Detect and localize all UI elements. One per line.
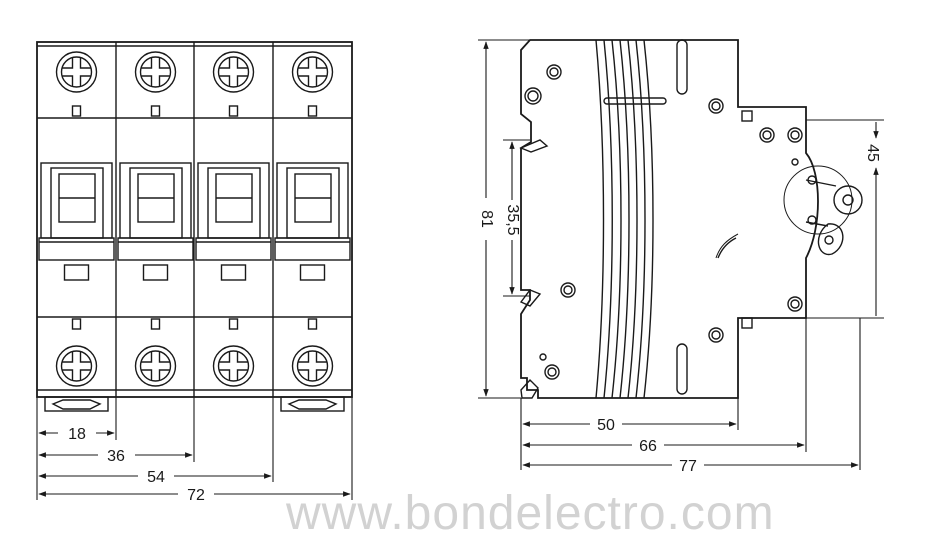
housing-rib — [619, 39, 630, 399]
mounting-hole-icon — [524, 87, 542, 105]
toggle-handle[interactable] — [117, 162, 194, 261]
terminal-tab — [150, 105, 161, 117]
vent-slot — [676, 343, 688, 395]
toggle-handle[interactable] — [195, 162, 272, 261]
status-window — [220, 264, 247, 281]
vent-slot — [676, 39, 688, 95]
terminal-screw-icon — [212, 51, 255, 93]
toggle-lever — [783, 165, 863, 256]
side-dimensions — [478, 39, 884, 470]
mounting-hole-icon — [787, 296, 803, 312]
din-clip — [44, 396, 109, 412]
mounting-hole-icon — [787, 127, 803, 143]
din-clip — [520, 378, 539, 399]
housing-rib — [643, 39, 654, 399]
terminal-tab — [307, 105, 318, 117]
front-view — [36, 41, 353, 412]
terminal-screw-icon — [55, 345, 98, 387]
mounting-hole-icon — [546, 64, 562, 80]
side-body-outline — [520, 39, 819, 399]
terminal-screw-icon — [291, 51, 334, 93]
housing-rib — [595, 39, 605, 399]
mounting-hole-icon — [759, 127, 775, 143]
dim-label-54: 54 — [147, 469, 165, 486]
breaker-pole — [38, 51, 115, 387]
terminal-screw-icon — [134, 345, 177, 387]
front-dimensions — [36, 397, 353, 500]
mounting-hole-icon — [708, 327, 724, 343]
housing-rib — [635, 39, 646, 399]
mounting-hole-icon — [791, 158, 799, 166]
terminal-screw-icon — [55, 51, 98, 93]
dim-label-18: 18 — [68, 426, 86, 443]
mounting-hole-icon — [544, 364, 560, 380]
dim-label-72: 72 — [187, 487, 205, 504]
side-view — [519, 39, 863, 399]
dim-label-81: 81 — [478, 210, 495, 228]
terminal-tab — [228, 318, 239, 330]
terminal-screw-icon — [291, 345, 334, 387]
breaker-pole — [195, 51, 272, 387]
terminal-square — [741, 110, 753, 122]
status-window — [142, 264, 169, 281]
housing-rib — [627, 39, 638, 399]
din-clip — [280, 396, 345, 412]
toggle-handle[interactable] — [38, 162, 115, 261]
watermark: www.bondelectro.com — [286, 487, 775, 540]
terminal-tab — [71, 318, 82, 330]
toggle-handle[interactable] — [274, 162, 351, 261]
terminal-screw-icon — [134, 51, 177, 93]
mounting-hole-icon — [560, 282, 576, 298]
terminal-screw-icon — [212, 345, 255, 387]
terminal-tab — [150, 318, 161, 330]
breaker-pole — [274, 51, 351, 387]
mechanism-arc — [717, 237, 737, 259]
terminal-tab — [228, 105, 239, 117]
dim-label-66: 66 — [639, 438, 657, 455]
dim-label-45: 45 — [864, 144, 881, 162]
dim-label-50: 50 — [597, 417, 615, 434]
housing-rib — [603, 39, 613, 399]
housing-band — [603, 97, 667, 105]
housing-rib — [611, 39, 622, 399]
terminal-tab — [307, 318, 318, 330]
mounting-hole-icon — [539, 353, 547, 361]
dim-label-35-5: 35,5 — [504, 204, 521, 235]
breaker-pole — [117, 51, 194, 387]
dim-label-77: 77 — [679, 458, 697, 475]
mounting-hole-icon — [708, 98, 724, 114]
terminal-square — [741, 317, 753, 329]
status-window — [63, 264, 90, 281]
terminal-tab — [71, 105, 82, 117]
status-window — [299, 264, 326, 281]
dim-label-36: 36 — [107, 448, 125, 465]
